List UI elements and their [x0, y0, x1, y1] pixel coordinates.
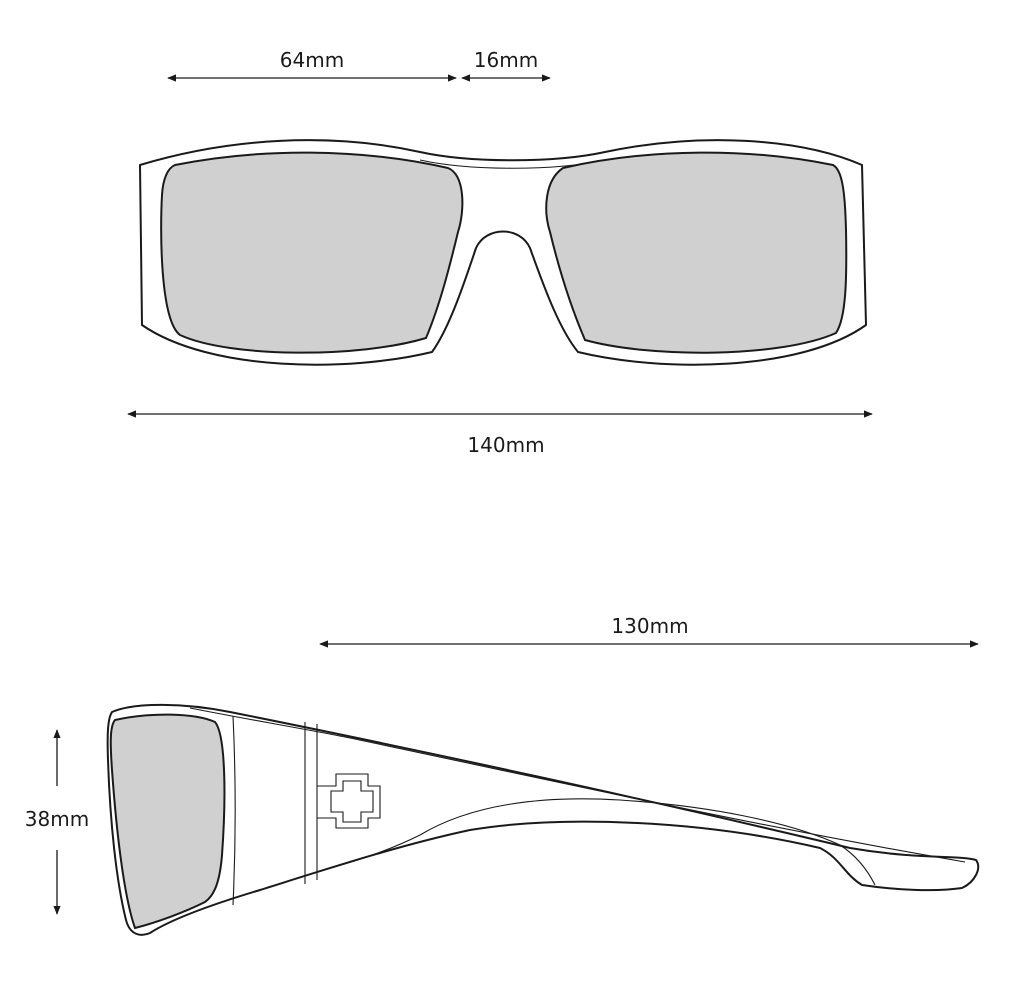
- side-dimensions: 130mm 38mm: [25, 614, 979, 915]
- temple-inner-contour: [232, 715, 236, 906]
- left-lens: [160, 151, 464, 354]
- side-view: [106, 703, 980, 936]
- temple-length-label: 130mm: [611, 614, 688, 638]
- front-dimensions: 64mm 16mm 140mm: [127, 48, 873, 457]
- right-lens: [545, 151, 848, 354]
- lens-height-label: 38mm: [25, 807, 89, 831]
- temple-upper-contour: [189, 707, 966, 863]
- side-lens: [109, 713, 226, 930]
- temple-lower-contour: [316, 798, 876, 886]
- lens-width-label: 64mm: [280, 48, 344, 72]
- frame-width-label: 140mm: [467, 433, 544, 457]
- front-view: [139, 139, 867, 366]
- side-frame: [106, 703, 980, 936]
- bridge-width-label: 16mm: [474, 48, 538, 72]
- cross-logo-icon: [317, 773, 381, 829]
